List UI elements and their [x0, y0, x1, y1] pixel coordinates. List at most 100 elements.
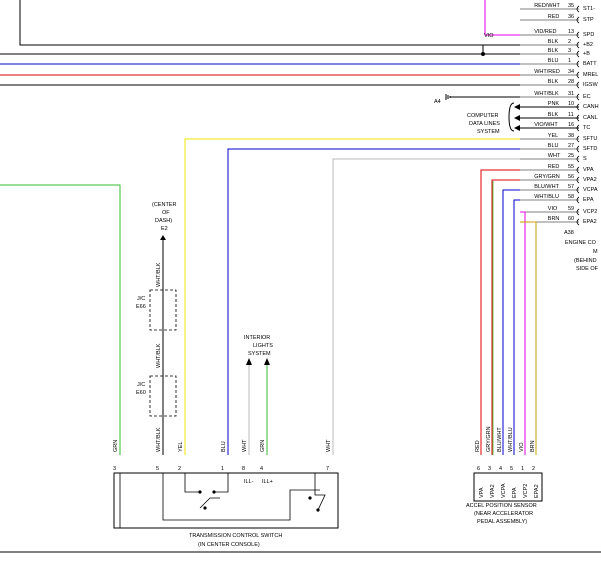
ecm-pin-wire-label: VID/RED [534, 29, 556, 35]
interior-arrow-2 [264, 358, 270, 365]
ecm-pin-bracket [576, 81, 580, 89]
tcs-wire-label: BLU [221, 441, 227, 452]
ecm-pin-terminal: SPD [583, 32, 594, 38]
ecm-pin-number: 35 [568, 3, 574, 9]
switch-contact [212, 490, 216, 494]
tcs-label-1: TRANSMISSION CONTROL SWITCH [189, 533, 282, 539]
jc-e66-label-2: E66 [136, 304, 146, 310]
aps-terminal-label: VPA [479, 487, 485, 498]
ecm-pin-terminal: ST1- [583, 6, 595, 12]
accel-sensor-wire [513, 199, 520, 455]
accel-sensor-wire [480, 169, 520, 455]
ecm-pin-bracket [576, 208, 580, 216]
ecm-pin-bracket [576, 176, 580, 184]
aps-label-3: PEDAL ASSEMBLY) [477, 519, 527, 525]
ecm-pin-wire-label: BLK [548, 48, 559, 54]
interior-lights-label-3: SYSTEM [248, 351, 271, 357]
aps-wire-label: RED [475, 440, 481, 452]
tcs-wire-label: WHT [326, 439, 332, 452]
ecm-pin-wire-label: BLK [548, 79, 559, 85]
aps-wire-label: BRN [530, 440, 536, 452]
ecm-pin-bracket [576, 31, 580, 39]
tcs-pin-number: 1 [221, 466, 224, 472]
aps-wire-label: VIO [519, 442, 525, 452]
ecm-pin-number: 36 [568, 14, 574, 20]
ecm-pin-terminal: SFTU [583, 136, 597, 142]
ecm-pin-wire-label: BRN [548, 216, 560, 222]
tcs-trace-6 [314, 473, 326, 511]
sftd-wire [227, 148, 520, 455]
ecm-pin-number: 3 [568, 48, 571, 54]
ecm-pin-wire-label: PNK [548, 101, 560, 107]
accel-sensor-wire [491, 179, 520, 455]
ecm-pin-wire-label: WHT/BLU [534, 194, 559, 200]
ecm-pin-terminal: EC [583, 94, 591, 100]
ecm-pin-number: 13 [568, 29, 574, 35]
data-line-arrow [514, 125, 520, 131]
ecm-pin-number: 27 [568, 143, 574, 149]
aps-terminal-label: VCPA [501, 483, 507, 498]
ecm-pin-terminal: VCP2 [583, 209, 597, 215]
aps-label-1: ACCEL POSITION SENSOR [466, 503, 537, 509]
tcs-pin-number: 7 [326, 466, 329, 472]
ecm-pin-number: 31 [568, 91, 574, 97]
aps-pin-number: 1 [521, 466, 524, 472]
accel-sensor-wire [520, 211, 526, 455]
aps-terminal-label: VCP2 [523, 484, 529, 498]
aps-pin-number: 3 [488, 466, 491, 472]
ecm-pin-bracket [576, 186, 580, 194]
b-wire [482, 45, 520, 55]
ecm-pin-wire-label: WHT/RED [534, 69, 560, 75]
ecm-pin-bracket [576, 93, 580, 101]
ecm-pin-number: 60 [568, 216, 574, 222]
aps-terminal-label: VPA2 [490, 484, 496, 498]
ecm-pin-wire-label: BLK [548, 39, 559, 45]
ecm-pin-wire-label: WHT [548, 153, 561, 159]
ecm-pin-terminal: VPA2 [583, 177, 597, 183]
ecm-pin-bracket [576, 41, 580, 49]
ecm-pin-number: 38 [568, 133, 574, 139]
ecm-pin-bracket [576, 16, 580, 24]
ecm-pin-wire-label: RED/WHT [534, 3, 560, 9]
tcs-box [113, 472, 339, 529]
ecm-pin-number: 25 [568, 153, 574, 159]
jc-e66-box [149, 289, 177, 331]
ecm-pin-terminal: IGSW [583, 82, 598, 88]
ecm-pin-wire-label: BLU [548, 58, 559, 64]
ecm-pin-number: 59 [568, 206, 574, 212]
ecm-pin-terminal: VCPA [583, 187, 598, 193]
ecm-label-3: (BEHIND [574, 258, 597, 264]
tcs-wire-label: GRN [260, 440, 266, 452]
sftu-wire [184, 138, 520, 455]
aps-wire-label: WHT/BLU [508, 427, 514, 452]
ecm-pin-number: 28 [568, 79, 574, 85]
data-line-arrow [514, 115, 520, 121]
accel-sensor-wire [520, 221, 537, 455]
jc-e60-box [149, 375, 177, 417]
ecm-pin-bracket [576, 155, 580, 163]
ecm-pin-number: 34 [568, 69, 574, 75]
a4-connector-label: A4 [434, 99, 441, 105]
ecm-pin-bracket [576, 5, 580, 13]
ecm-pin-number: 58 [568, 194, 574, 200]
grn-wire [0, 184, 121, 455]
a38-connector-label: A38 [564, 230, 574, 236]
aps-label-2: (NEAR ACCELERATOR [474, 511, 533, 517]
jc-e60-label-1: J/C [137, 382, 145, 388]
ecm-pin-bracket [576, 166, 580, 174]
ecm-pin-wire-label: BLU [548, 143, 559, 149]
ecm-pin-terminal: MREL [583, 72, 598, 78]
tcs-pin-number: 8 [242, 466, 245, 472]
ecm-pin-terminal: STP [583, 17, 594, 23]
jc-e60-label-2: E60 [136, 390, 146, 396]
ecm-pin-number: 2 [568, 39, 571, 45]
center-dash-label-4: E2 [161, 226, 168, 232]
ecm-pin-number: 57 [568, 184, 574, 190]
center-dash-label-1: (CENTER [152, 202, 176, 208]
tcs-label-2: (IN CENTER CONSOLE) [198, 542, 260, 548]
ecm-pin-number: 10 [568, 101, 574, 107]
jc-e66-label-1: J/C [137, 296, 145, 302]
jc-wire-label: WHT/BLK [156, 262, 162, 287]
tcs-trace-3 [214, 473, 229, 493]
